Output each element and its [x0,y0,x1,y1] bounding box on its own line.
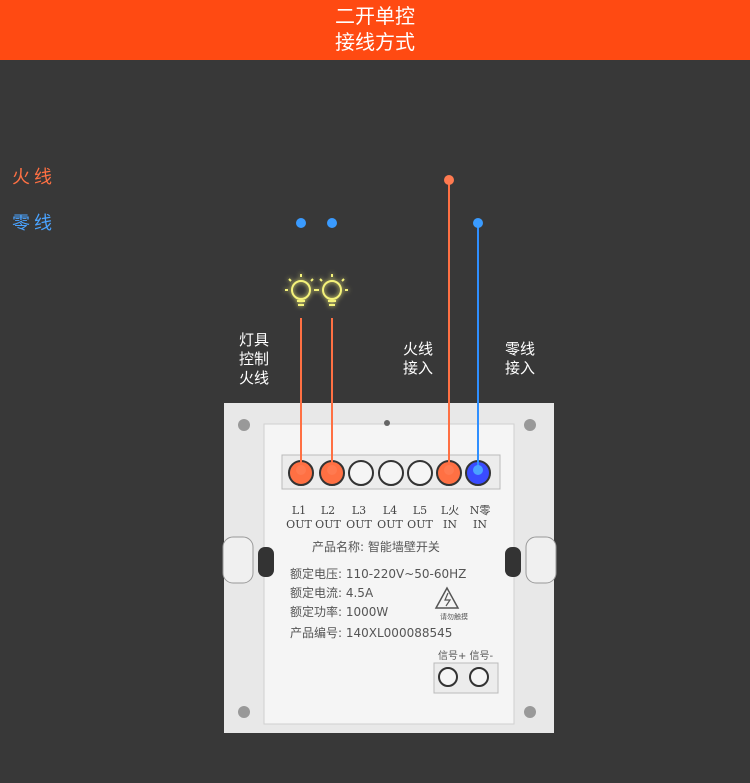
label-lamp-control-1: 灯具 [238,331,269,349]
bulb2-junction [327,218,337,228]
terminal-label-L5: L5 [413,504,427,517]
spec-warning: 请勿触摸 [440,612,468,621]
live-wire-label: 火线 [12,167,56,188]
spec-signal: 信号+ 信号- [438,650,494,662]
spec-product-name: 产品名称: 智能墙壁开关 [312,539,440,554]
terminal-L3 [348,460,374,486]
label-lamp-control-3: 火线 [238,369,269,387]
terminal-L4 [378,460,404,486]
terminal-out-L2: OUT [315,518,341,531]
high-voltage-icon [434,586,460,609]
neutral-wire-label: 零线 [12,213,56,234]
title-line-1: 二开单控 [335,4,415,28]
terminal-out-L4: OUT [377,518,403,531]
terminal-in-N: IN [473,518,487,531]
terminal-in-L: IN [443,518,457,531]
neutral-junction [473,218,483,228]
spec-current: 额定电流: 4.5A [290,585,374,600]
label-lamp-control-2: 控制 [238,350,269,368]
terminal-signal-minus [469,667,489,687]
terminal-label-L3: L3 [352,504,366,517]
live-junction [444,175,454,185]
label-neutral-in-2: 接入 [504,359,535,377]
title-line-2: 接线方式 [335,30,415,54]
label-live-in-2: 接入 [402,359,433,377]
label-lamp-control: 灯具 控制 火线 [232,331,276,388]
terminal-label-L-in: L火 [441,504,459,517]
title-banner: 二开单控 接线方式 [0,0,750,60]
terminal-L5 [407,460,433,486]
terminal-label-L4: L4 [383,504,397,517]
terminal-label-N-in: N零 [470,504,491,517]
terminal-screws [288,460,491,486]
spec-serial: 产品编号: 140XL000088545 [290,625,452,640]
label-neutral-in: 零线 接入 [498,340,542,378]
terminal-out-L3: OUT [346,518,372,531]
label-live-in: 火线 接入 [396,340,440,378]
terminal-label-L2: L2 [321,504,335,517]
lightbulb-icon [316,274,348,306]
lightbulb-icon [285,274,317,306]
spec-power: 额定功率: 1000W [290,604,388,619]
terminal-signal-plus [438,667,458,687]
terminal-label-L1: L1 [292,504,306,517]
terminal-out-L1: OUT [286,518,312,531]
label-neutral-in-1: 零线 [504,340,535,358]
terminal-out-L5: OUT [407,518,433,531]
bulb1-junction [296,218,306,228]
label-live-in-1: 火线 [402,340,433,358]
spec-voltage: 额定电压: 110-220V~50-60HZ [290,566,466,581]
